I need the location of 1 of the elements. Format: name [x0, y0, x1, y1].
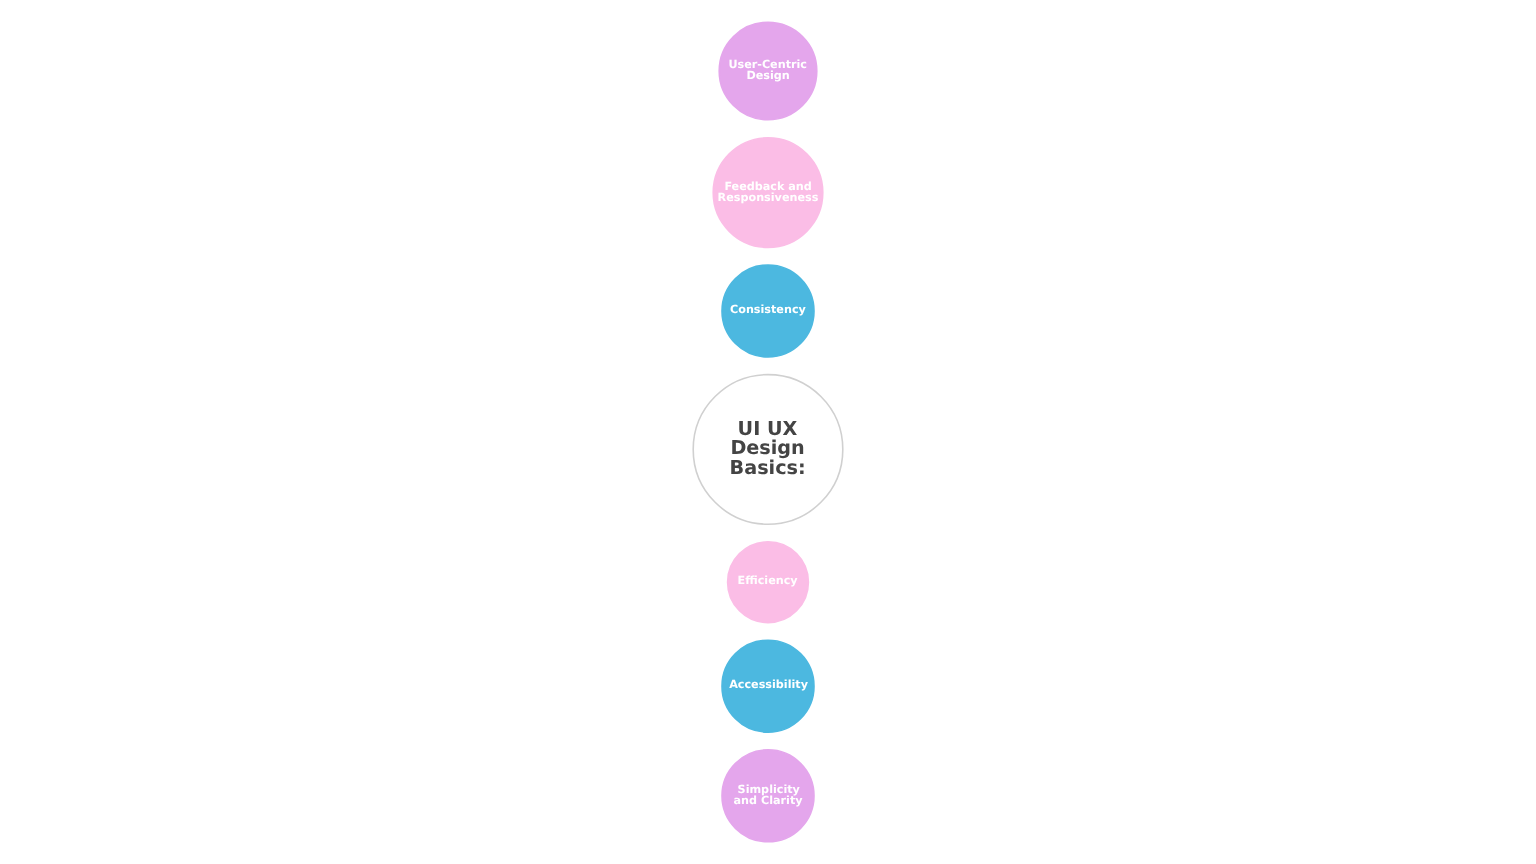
node-circle: UI UX Design Basics: [692, 373, 844, 525]
